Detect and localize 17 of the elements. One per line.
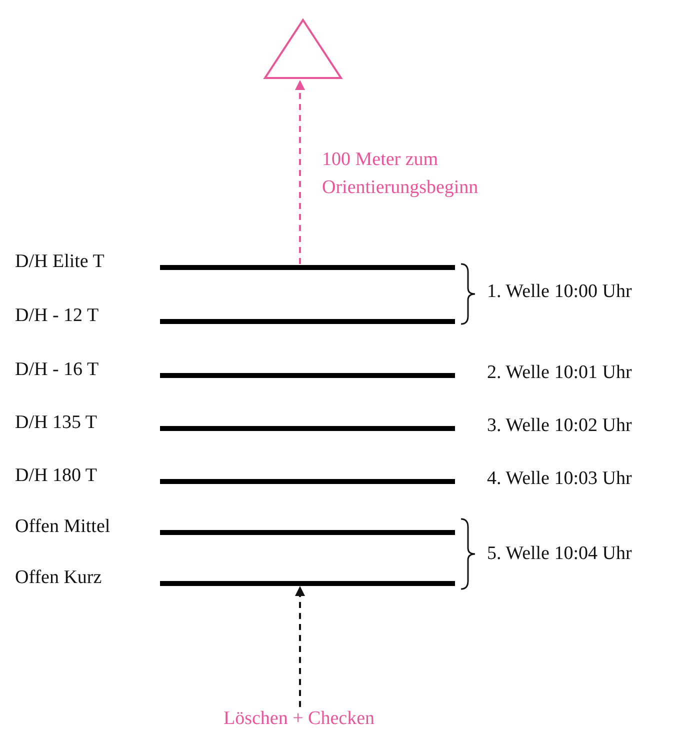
edge-label: 100 Meter zum Orientierungsbeginn bbox=[322, 148, 480, 200]
dashed-arrow bbox=[295, 586, 305, 707]
category-label: D/H - 16 T bbox=[15, 359, 99, 381]
category-label: D/H Elite T bbox=[15, 251, 104, 273]
wave-time-label: 5. Welle 10:04 Uhr bbox=[487, 543, 632, 565]
category-label: D/H 180 T bbox=[15, 465, 97, 487]
wave-time-label: 3. Welle 10:02 Uhr bbox=[487, 415, 632, 437]
triangle-shape bbox=[263, 18, 343, 80]
wave-time-label: 1. Welle 10:00 Uhr bbox=[487, 281, 632, 303]
start-note: Löschen + Checken bbox=[194, 708, 404, 730]
category-label: Offen Kurz bbox=[15, 567, 102, 589]
category-label: D/H 135 T bbox=[15, 412, 97, 434]
wave-time-label: 4. Welle 10:03 Uhr bbox=[487, 468, 632, 490]
category-label: D/H - 12 T bbox=[15, 305, 99, 327]
category-label: Offen Mittel bbox=[15, 516, 110, 538]
dashed-arrow bbox=[295, 80, 305, 264]
wave-time-label: 2. Welle 10:01 Uhr bbox=[487, 362, 632, 384]
